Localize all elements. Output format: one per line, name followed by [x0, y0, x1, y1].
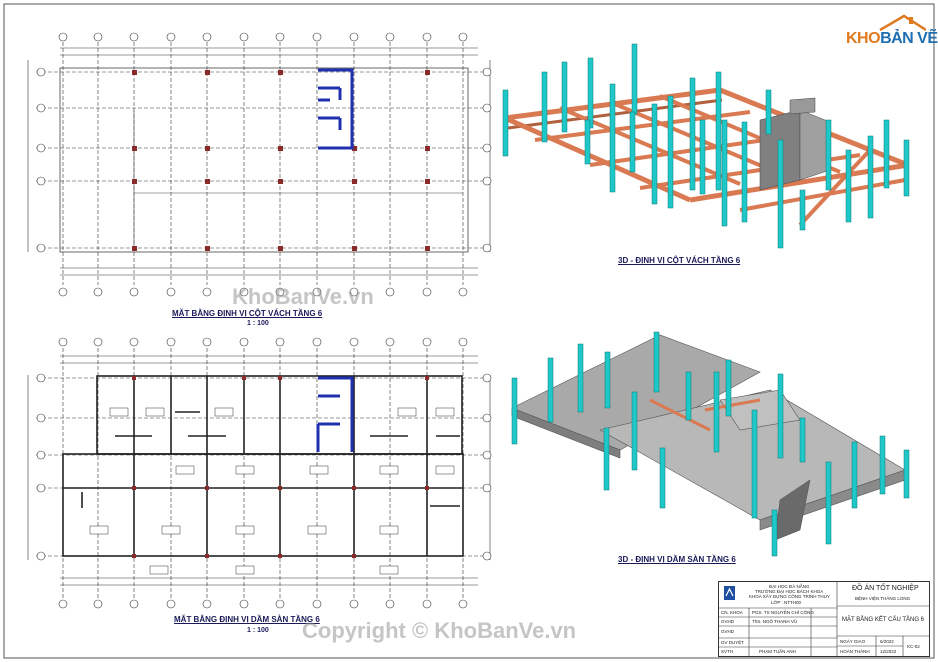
- project-subtitle: BỆNH VIỆN THĂNG LONG: [855, 596, 911, 601]
- plan-core-walls-bottom: [316, 376, 354, 452]
- school-line-3: KHOA XÂY DỰNG CÔNG TRÌNH THỦY: [749, 594, 830, 599]
- title-block: ĐẠI HỌC ĐÀ NẴNG TRƯỜNG ĐẠI HỌC BÁCH KHOA…: [718, 581, 930, 657]
- row-label-3: GVHD: [721, 629, 735, 634]
- plan-top-scale: 1 : 100: [247, 320, 269, 327]
- plan-columns: [132, 70, 430, 251]
- view3d-top-title: 3D - ĐỊNH VỊ CỘT VÁCH TẦNG 6: [618, 256, 741, 265]
- row-name-2: ThS. NGÔ THANH VŨ: [752, 619, 798, 624]
- school-line-4: LỚP : NTTH00: [771, 600, 802, 605]
- view3d-columns-beams: [502, 43, 910, 249]
- plan-beam-slab-layout: [27, 337, 492, 609]
- school-line-1: ĐẠI HỌC ĐÀ NẴNG: [769, 584, 810, 589]
- project-title: ĐỒ ÁN TỐT NGHIỆP: [852, 585, 919, 592]
- sheet-title: MẶT BẰNG KẾT CẤU TẦNG 6: [841, 617, 925, 623]
- school-line-2: TRƯỜNG ĐẠI HỌC BÁCH KHOA: [755, 589, 824, 594]
- date-value-2: 12/2022: [880, 649, 897, 654]
- kho-ban-ve-logo: KHOBẢN VẼ: [846, 14, 938, 50]
- university-logo-icon: [724, 586, 735, 600]
- title-block-grid: [719, 582, 929, 656]
- row-label-5: SVTH: [721, 649, 734, 654]
- logo-text-kho: KHO: [846, 30, 881, 47]
- view3d-bottom-title: 3D - ĐỊNH VỊ DẦM SÀN TẦNG 6: [618, 555, 736, 564]
- logo-text: KHOBẢN VẼ: [846, 30, 938, 48]
- plan-columns-bottom: [132, 376, 429, 558]
- logo-text-banve: BẢN VẼ: [880, 30, 938, 47]
- plan-top-title: MẶT BẰNG ĐỊNH VỊ CỘT VÁCH TẦNG 6: [172, 309, 323, 318]
- watermark-top: KhoBanVe.vn: [232, 284, 374, 309]
- sheet-code: KC-02: [907, 644, 920, 649]
- row-label-2: GVHD: [721, 619, 735, 624]
- plan-core-walls: [318, 68, 354, 150]
- plan-bottom-title: MẶT BẰNG ĐỊNH VỊ DẦM SÀN TẦNG 6: [174, 615, 320, 624]
- date-value-1: 6/2022: [880, 639, 894, 644]
- row-label-4: GV DUYỆT: [721, 640, 745, 645]
- house-roof-icon: [879, 14, 926, 32]
- date-label-1: NGÀY GIAO: [840, 639, 866, 644]
- plan-bottom-scale: 1 : 100: [247, 627, 269, 634]
- row-label-1: CN. KHOA: [721, 610, 743, 615]
- row-name-5: PHẠM TUẤN ANH: [759, 649, 796, 654]
- row-name-1: PGS. TS NGUYỄN CHÍ CÔNG: [752, 610, 814, 615]
- view3d-beams-slabs: [511, 331, 910, 557]
- date-label-2: HOÀN THÀNH: [840, 649, 870, 654]
- watermark-bottom: Copyright © KhoBanVe.vn: [302, 618, 577, 643]
- plan-column-layout: [27, 32, 492, 297]
